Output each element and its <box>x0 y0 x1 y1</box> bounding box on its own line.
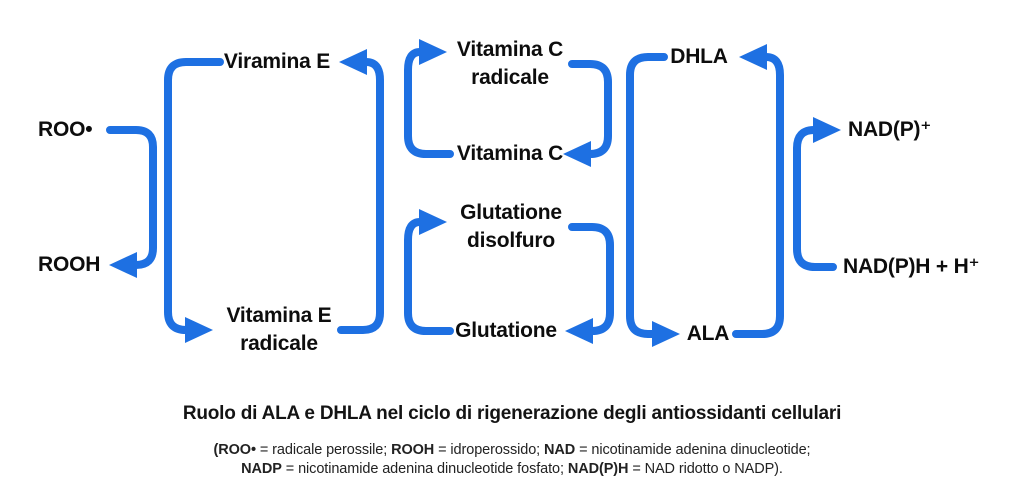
node-vitamin-e-radical: Vitamina E radicale <box>226 304 332 355</box>
arrow-radical-to-vitamin-c <box>563 60 612 167</box>
arrow-disulfide-to-glutathione <box>565 223 614 344</box>
arrow-vitamin-c-to-radical <box>404 39 454 158</box>
legend: (ROO• = radicale perossile; ROOH = idrop… <box>0 441 1024 479</box>
node-dhla: DHLA <box>670 45 728 68</box>
arrow-nadph-to-nadp <box>793 117 841 271</box>
node-nadp-reduced: NAD(P)H + H⁺ <box>843 255 980 278</box>
diagram-title: Ruolo di ALA e DHLA nel ciclo di rigener… <box>182 403 842 424</box>
arrow-radical-to-vitamin-e <box>337 49 384 334</box>
node-rooh: ROOH <box>38 253 101 276</box>
arrow-vitamin-e-to-radical <box>164 58 224 343</box>
arrow-dhla-to-ala <box>626 53 680 347</box>
node-vitamin-e: Viramina E <box>223 50 331 73</box>
legend-line-1: (ROO• = radicale perossile; ROOH = idrop… <box>213 442 811 458</box>
node-nadp-oxidized: NAD(P)⁺ <box>848 118 932 141</box>
arrow-glutathione-to-disulfide <box>404 209 454 335</box>
node-glutathione-disulfide: Glutatione disolfuro <box>460 201 562 252</box>
node-vitamin-c: Vitamina C <box>456 142 564 165</box>
node-glutathione: Glutatione <box>455 319 557 342</box>
arrow-roo-to-rooh <box>106 126 157 278</box>
node-vitamin-c-radical: Vitamina C radicale <box>456 38 564 89</box>
legend-line-2: NADP = nicotinamide adenina dinucleotide… <box>241 461 783 477</box>
arrow-ala-to-dhla <box>732 44 784 338</box>
node-roo-radical: ROO• <box>38 118 93 141</box>
node-ala: ALA <box>686 322 730 345</box>
